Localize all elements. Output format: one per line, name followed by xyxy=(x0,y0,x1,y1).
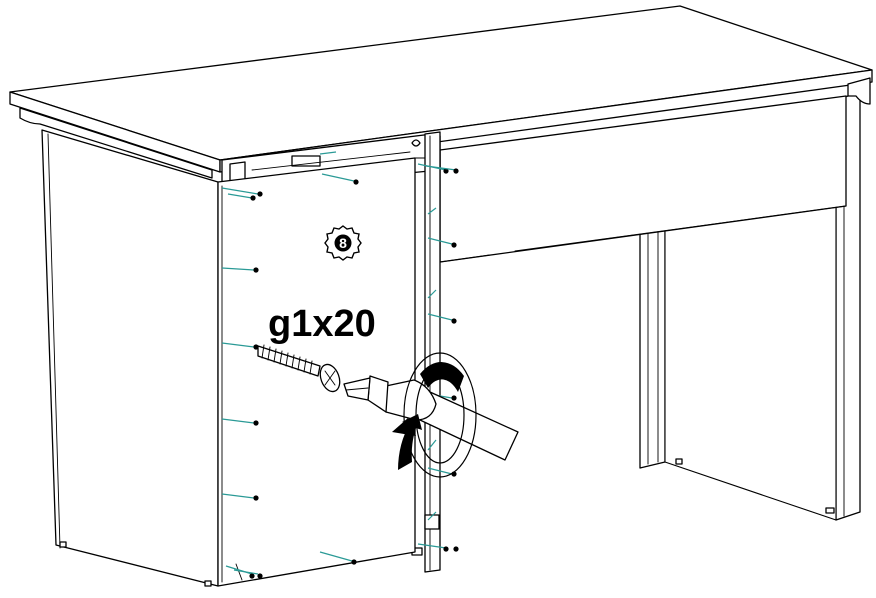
screw-head xyxy=(250,195,256,201)
step-badge: 8 xyxy=(324,225,362,261)
screw-head xyxy=(453,168,459,174)
screw-size-label: g1x20 xyxy=(268,303,376,345)
screw-head xyxy=(351,559,357,565)
rotation-arrow-icon xyxy=(392,352,477,478)
screw-head xyxy=(257,573,263,579)
screw-head xyxy=(451,242,457,248)
screw-head xyxy=(451,395,457,401)
screw-head xyxy=(253,420,259,426)
screwdriver-icon xyxy=(343,375,519,461)
screw-head xyxy=(253,344,259,350)
step-number: 8 xyxy=(339,235,347,251)
screw-head xyxy=(257,191,263,197)
left-side-panel xyxy=(41,129,219,587)
screw-head xyxy=(451,318,457,324)
screw-head xyxy=(353,179,359,185)
screw-icon xyxy=(257,344,341,393)
screw-head xyxy=(253,495,259,501)
screw-head xyxy=(453,546,459,552)
screw-head xyxy=(443,546,449,552)
screw-head xyxy=(443,168,449,174)
screw-head xyxy=(253,267,259,273)
screw-head xyxy=(249,573,255,579)
